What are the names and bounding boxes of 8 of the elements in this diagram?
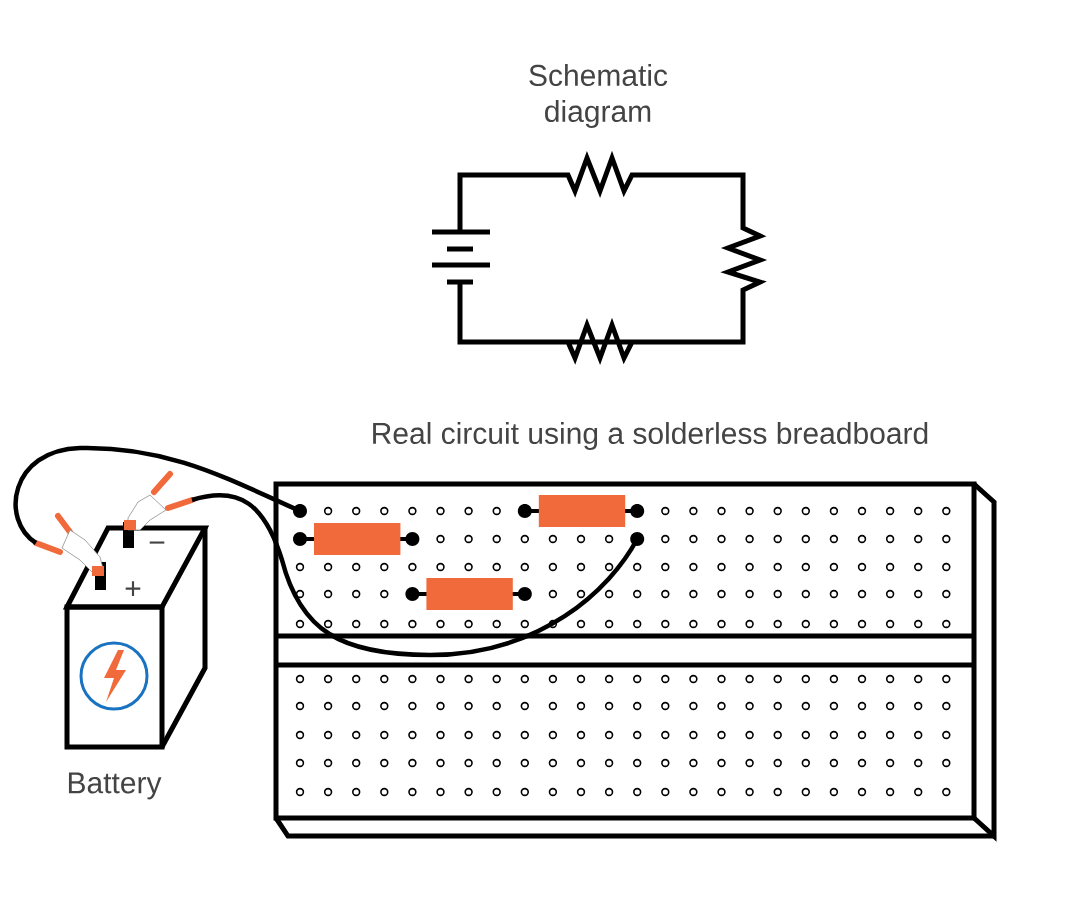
- terminal-sign: +: [125, 581, 141, 597]
- title: Schematic diagram: [529, 64, 668, 128]
- label: Battery: [68, 772, 162, 800]
- breadboard-drawing: [273, 481, 997, 842]
- terminal-sign: −: [149, 541, 165, 544]
- wire: [191, 493, 645, 658]
- title: Real circuit using a solderless breadboard: [373, 422, 928, 450]
- wire: [13, 445, 307, 545]
